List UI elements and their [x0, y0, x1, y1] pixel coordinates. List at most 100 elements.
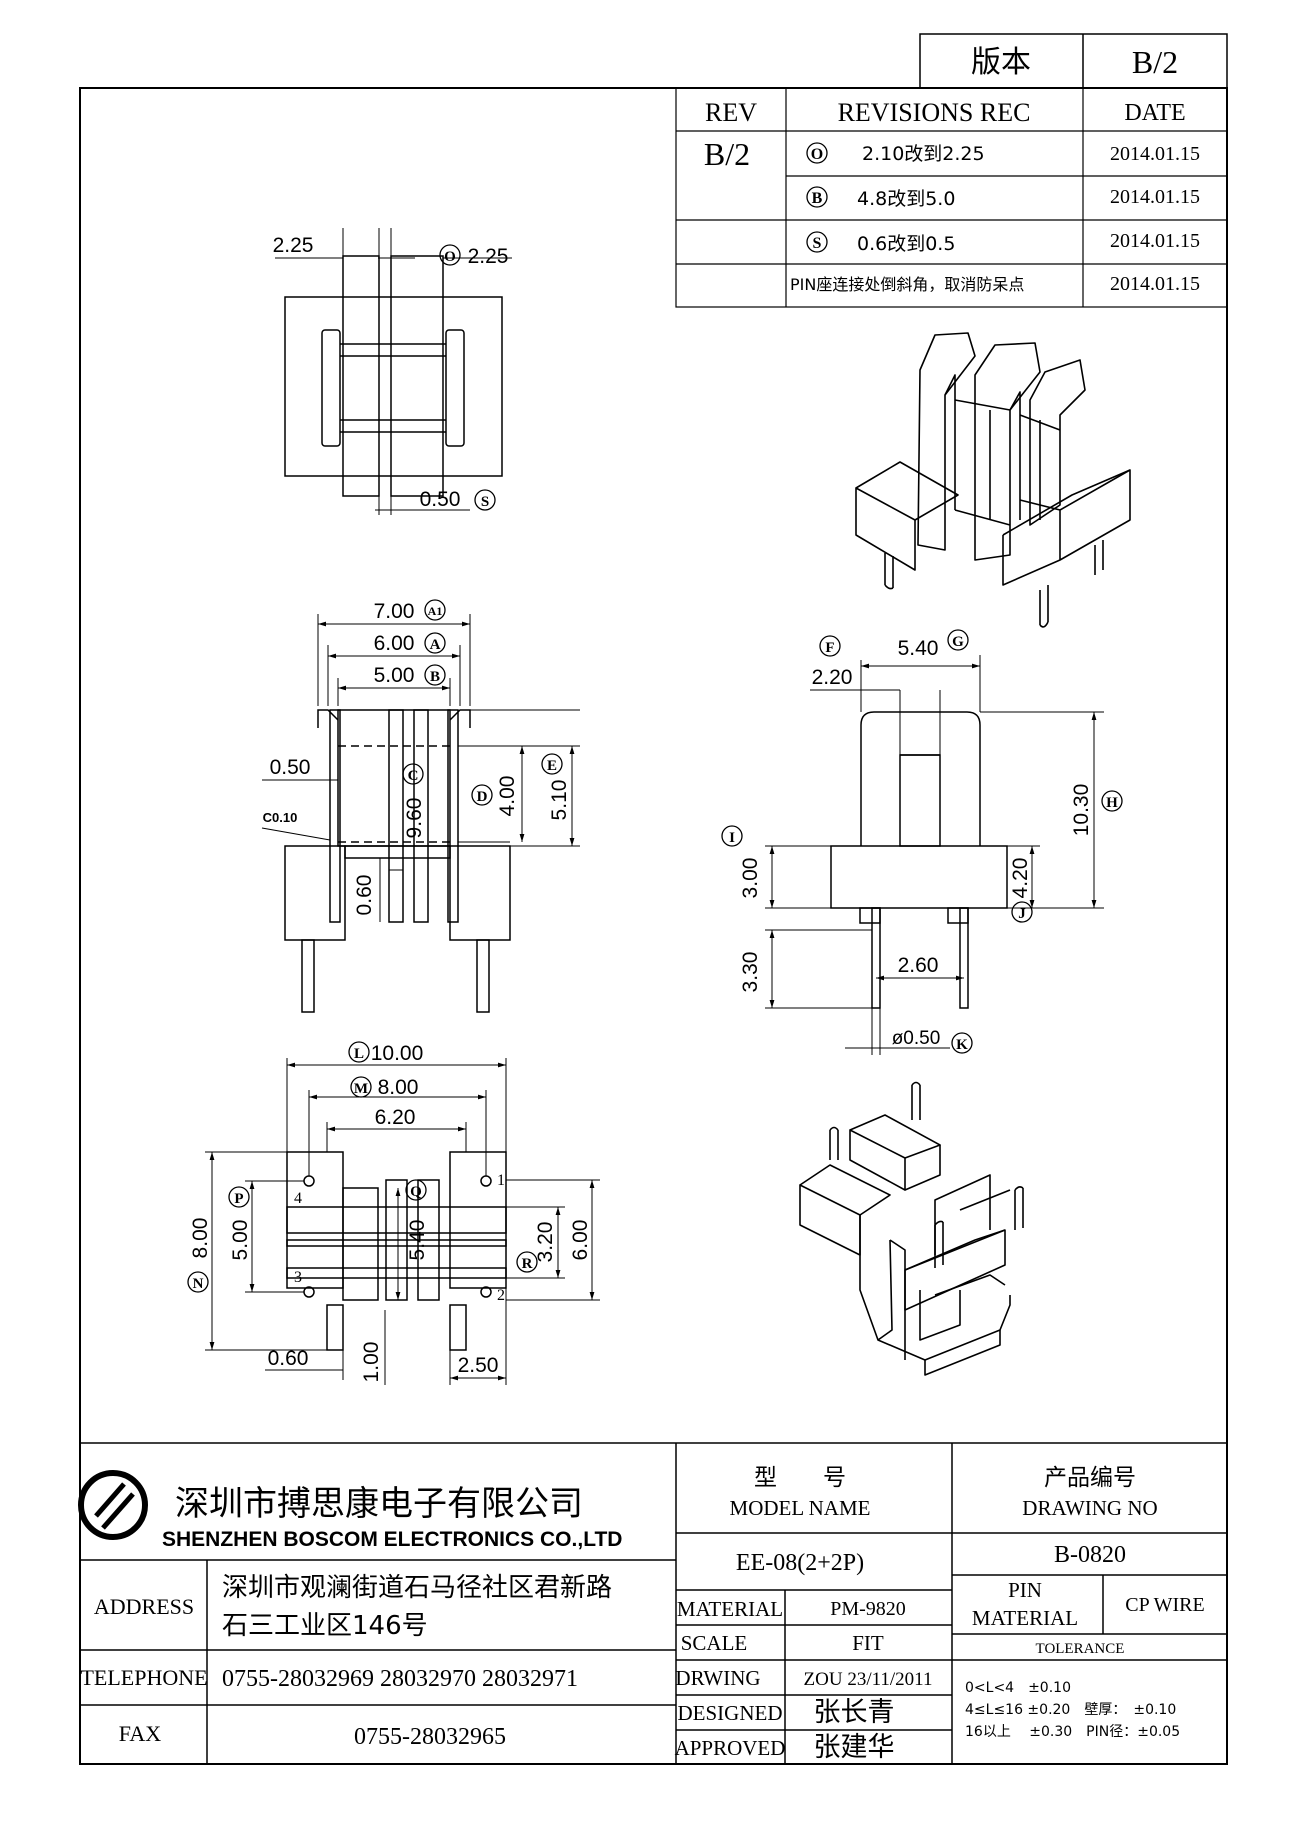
svg-text:P: P — [234, 1191, 243, 1207]
dim-bottom-800: 8.00 — [378, 1076, 419, 1099]
revision-row-1: O 2.10改到2.25 2014.01.15 — [806, 142, 1200, 165]
material-label: MATERIAL — [677, 1597, 783, 1621]
svg-text:B: B — [812, 190, 823, 207]
mark-O-top: O — [439, 244, 461, 266]
svg-text:A1: A1 — [428, 604, 443, 618]
revision-text: 0.6改到0.5 — [857, 233, 955, 255]
dim-front-700: 7.00 — [374, 600, 415, 623]
svg-text:J: J — [1018, 906, 1026, 922]
mark-P: P — [228, 1186, 250, 1208]
telephone-label: TELEPHONE — [80, 1665, 207, 1690]
designed-label: DESIGNED — [678, 1701, 783, 1725]
model-value: EE-08(2+2P) — [736, 1550, 864, 1576]
svg-text:C: C — [408, 768, 419, 784]
revisions-table — [675, 87, 1228, 308]
rev-value: B/2 — [704, 136, 750, 172]
revision-date: 2014.01.15 — [1110, 186, 1200, 208]
mark-L: L — [348, 1041, 370, 1063]
revision-text: 2.10改到2.25 — [862, 143, 985, 165]
dim-bottom-060: 0.60 — [268, 1347, 309, 1370]
rev-header: REV — [705, 98, 757, 127]
mark-C: C — [402, 763, 424, 785]
dim-side-540: 5.40 — [898, 637, 939, 660]
revision-row-4: PIN座连接处倒斜角，取消防呆点 2014.01.15 — [790, 273, 1200, 295]
dim-bottom-1000: 10.00 — [371, 1042, 424, 1065]
pin-number-3: 3 — [294, 1269, 302, 1286]
revision-row-3: S 0.6改到0.5 2014.01.15 — [806, 230, 1200, 255]
svg-text:Q: Q — [410, 1184, 422, 1200]
telephone-value: 0755-28032969 28032970 28032971 — [222, 1666, 578, 1692]
company-logo — [78, 1470, 148, 1540]
approved-value: 张建华 — [814, 1732, 895, 1763]
dim-bottom-540: 5.40 — [406, 1220, 429, 1261]
mark-A1: A1 — [424, 599, 446, 621]
side-view — [765, 655, 1104, 1055]
svg-text:R: R — [522, 1256, 533, 1272]
drawing-no-label-en: DRAWING NO — [1022, 1496, 1157, 1520]
svg-text:D: D — [477, 789, 488, 805]
dim-front-600: 6.00 — [374, 632, 415, 655]
revision-date: 2014.01.15 — [1110, 143, 1200, 165]
version-label: 版本 — [971, 45, 1031, 80]
pin-number-2: 2 — [497, 1287, 505, 1304]
svg-text:H: H — [1106, 795, 1118, 811]
mark-I: I — [721, 825, 743, 847]
sheet-border — [79, 87, 1228, 1765]
dim-bottom-600: 6.00 — [569, 1220, 592, 1261]
svg-text:I: I — [729, 830, 735, 846]
model-label-cn: 型 号 — [754, 1465, 846, 1491]
material-value: PM-9820 — [830, 1598, 906, 1620]
fax-value: 0755-28032965 — [354, 1724, 506, 1750]
svg-text:M: M — [354, 1081, 368, 1097]
svg-text:K: K — [956, 1037, 968, 1053]
fax-label: FAX — [119, 1721, 161, 1746]
mark-N: N — [187, 1271, 209, 1293]
dim-front-400: 4.00 — [496, 776, 519, 817]
dim-bottom-500: 5.00 — [229, 1220, 252, 1261]
pin-material-value: CP WIRE — [1125, 1594, 1204, 1616]
dim-front-060: 0.60 — [353, 875, 376, 916]
revision-date: 2014.01.15 — [1110, 230, 1200, 252]
dim-front-c010: C0.10 — [263, 810, 298, 825]
bottom-view — [205, 1058, 600, 1385]
svg-text:N: N — [193, 1276, 204, 1292]
dim-side-420: 4.20 — [1009, 858, 1032, 899]
address-label: ADDRESS — [94, 1594, 194, 1619]
drwing-label: DRWING — [675, 1666, 760, 1690]
tolerance-row-3: 16以上 ±0.30 PIN径：±0.05 — [965, 1724, 1180, 1740]
tolerance-row-2: 4≤L≤16 ±0.20 壁厚： ±0.10 — [965, 1702, 1176, 1718]
tolerance-label: TOLERANCE — [1036, 1641, 1125, 1657]
mark-R: R — [516, 1251, 538, 1273]
company-name-en: SHENZHEN BOSCOM ELECTRONICS CO.,LTD — [162, 1528, 622, 1551]
scale-value: FIT — [852, 1631, 884, 1655]
version-value: B/2 — [1132, 44, 1178, 80]
designed-value: 张长青 — [814, 1697, 895, 1728]
mark-K: K — [951, 1032, 973, 1054]
revision-text: 4.8改到5.0 — [857, 188, 955, 210]
dim-bottom-100: 1.00 — [360, 1342, 383, 1383]
date-header: DATE — [1124, 100, 1185, 126]
dim-bottom-v800: 8.00 — [189, 1218, 212, 1259]
scale-label: SCALE — [681, 1631, 748, 1655]
address-line-1: 深圳市观澜街道石马径社区君新路 — [222, 1573, 612, 1603]
dim-bottom-250: 2.50 — [458, 1354, 499, 1377]
drwing-value: ZOU 23/11/2011 — [804, 1669, 933, 1690]
dim-bottom-320: 3.20 — [534, 1222, 557, 1263]
svg-text:B: B — [430, 669, 440, 685]
dim-side-220: 2.20 — [812, 666, 853, 689]
address-line-2: 石三工业区146号 — [222, 1611, 428, 1641]
model-label-en: MODEL NAME — [730, 1496, 871, 1520]
mark-B: B — [424, 664, 446, 686]
dim-front-960: 9.60 — [403, 798, 426, 839]
dim-bottom-620: 6.20 — [375, 1106, 416, 1129]
dim-top-bottom: 0.50 — [420, 488, 461, 511]
approved-label: APPROVED — [675, 1736, 786, 1760]
svg-text:S: S — [813, 235, 822, 252]
mark-J: J — [1011, 901, 1033, 923]
pin-number-1: 1 — [497, 1172, 505, 1189]
dim-side-330: 3.30 — [739, 952, 762, 993]
svg-text:S: S — [481, 494, 489, 510]
dim-side-260: 2.60 — [898, 954, 939, 977]
mark-S-top: S — [474, 489, 496, 511]
dim-top-left: 2.25 — [273, 234, 314, 257]
